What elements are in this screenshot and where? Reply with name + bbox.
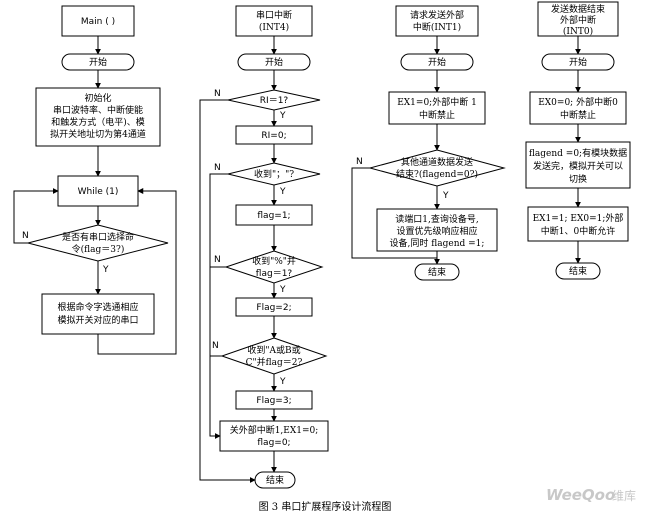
int4-decision-percent-line-1: 收到"%"并 (252, 255, 296, 267)
int0-title-box (537, 1, 619, 37)
int0-flagend-box (525, 141, 631, 189)
int4-title-line-1: 串口中断 (256, 9, 292, 21)
int0-flagend-line-3: 切换 (569, 173, 587, 185)
int1-start-label: 开始 (428, 56, 446, 68)
watermark-suffix: 维库 (612, 488, 636, 503)
int4-start-label: 开始 (265, 56, 283, 68)
watermark: WeeQoo 维库 (546, 486, 636, 504)
int4-disable-line-1: 关外部中断1,EX1=0; (230, 424, 319, 436)
int0-enable-line-1: EX1=1; EX0=1;外部 (533, 212, 624, 224)
int4-title-box (235, 5, 313, 37)
int1-query-line-1: 读端口1,查询设备号, (395, 213, 478, 225)
int4-title-line-2: (INT4) (259, 22, 289, 33)
int4-d1-yes: Y (279, 111, 286, 121)
main-action-line-2: 模拟开关对应的串口 (57, 314, 138, 326)
int4-decision-percent-line-2: flag＝1? (256, 269, 293, 279)
int1-yes-label: Y (442, 191, 449, 201)
int4-decision-abc (220, 337, 328, 375)
int4-disable-line-2: flag=0; (257, 438, 290, 448)
int4-d4-yes: Y (279, 377, 286, 387)
int4-decision-semicolon-label: 收到"；"? (254, 168, 294, 180)
int4-flag1-label: flag=1; (257, 211, 290, 221)
main-init-line-1: 初始化 (84, 92, 111, 104)
int1-disable-line-2: 中断禁止 (419, 109, 455, 121)
main-init-line-4: 拟开关地址切为第4通道 (50, 128, 146, 140)
int4-d2-yes: Y (279, 187, 286, 197)
main-while-label: While (1) (78, 187, 119, 197)
int0-title-line-3: (INT0) (563, 26, 593, 37)
main-flow: Main ( ) 开始 初始化 串口波特率、中断使能 和触发方式（电平)、模 拟… (13, 5, 177, 355)
int4-end-label: 结束 (266, 474, 284, 486)
serial-interrupt-flow: 串口中断 (INT4) 开始 RI＝1? N Y RI=0; 收到"；"? N … (199, 5, 329, 489)
int0-flow: 发送数据结束 外部中断 (INT0) 开始 EX0=0; 外部中断0 中断禁止 … (525, 1, 631, 280)
int4-d2-no: N (214, 163, 221, 173)
int4-flag3-label: Flag=3; (256, 396, 291, 406)
int1-disable-box (388, 91, 486, 125)
int0-end-label: 结束 (569, 265, 587, 277)
int4-decision-abc-line-1: 收到"A或B或 (247, 344, 300, 356)
int0-disable-line-1: EX0=0; 外部中断0 (538, 96, 618, 108)
int4-disable-box (219, 420, 329, 452)
main-decision-line-1: 是否有串口选择命 (62, 231, 134, 243)
int1-decision (368, 149, 506, 187)
int1-end-terminal (414, 263, 460, 281)
int0-title-line-2: 外部中断 (560, 14, 596, 26)
figure-caption: 图 3 串口扩展程序设计流程图 (259, 500, 392, 513)
main-start-label: 开始 (89, 56, 107, 68)
int0-flagend-line-1: flagend =0;有模块数据 (529, 147, 627, 159)
int0-flagend-line-2: 发送完，模拟开关可以 (533, 160, 623, 172)
int4-d3-no: N (214, 255, 221, 265)
int0-title-line-1: 发送数据结束 (551, 3, 605, 15)
main-decision (27, 224, 169, 262)
main-yes-label: Y (102, 265, 109, 275)
int1-end-label: 结束 (428, 266, 446, 278)
int1-title-box (395, 5, 479, 37)
int1-disable-line-1: EX1=0;外部中断 1 (397, 96, 477, 108)
int0-enable-box (527, 206, 629, 242)
main-title-box (61, 5, 135, 37)
int4-d3-yes: Y (279, 285, 286, 295)
main-no-label: N (22, 231, 29, 241)
int0-disable-line-2: 中断禁止 (560, 109, 596, 121)
int0-disable-box (529, 91, 627, 125)
int1-no-label: N (356, 157, 363, 167)
int1-flow: 请求发送外部 中断(INT1) 开始 EX1=0;外部中断 1 中断禁止 其他通… (351, 5, 506, 281)
int1-query-line-3: 设备,同时 flagend =1; (390, 237, 485, 249)
int1-query-box (376, 208, 498, 252)
int4-decision-abc-line-2: C"并flag＝2? (246, 356, 303, 368)
main-init-line-2: 串口波特率、中断使能 (53, 104, 143, 116)
main-init-line-3: 和触发方式（电平)、模 (51, 116, 145, 128)
int0-end-terminal (555, 262, 601, 280)
int4-d4-no: N (212, 341, 219, 351)
int1-decision-line-1: 其他通道数据发送 (401, 156, 473, 168)
int4-ri-clear-label: RI=0; (261, 131, 286, 141)
int1-title-line-2: 中断(INT1) (413, 21, 461, 33)
int4-d1-no: N (214, 89, 221, 99)
int0-start-label: 开始 (569, 56, 587, 68)
int4-flag2-label: Flag=2; (256, 303, 291, 313)
int1-title-line-1: 请求发送外部 (410, 9, 464, 21)
main-action-line-1: 根据命令字选通相应 (57, 301, 138, 313)
int1-decision-line-2: 结束?(flagend=0?) (396, 168, 478, 180)
int4-decision-ri-label: RI＝1? (260, 96, 289, 106)
int1-query-line-2: 设置优先级响应相应 (396, 225, 477, 237)
int0-enable-line-2: 中断1、0中断允许 (541, 225, 615, 237)
main-title: Main ( ) (81, 17, 115, 27)
watermark-brand: WeeQoo (546, 486, 615, 504)
main-action-box (41, 293, 155, 335)
main-decision-line-2: 令(flag＝3?) (72, 243, 125, 255)
